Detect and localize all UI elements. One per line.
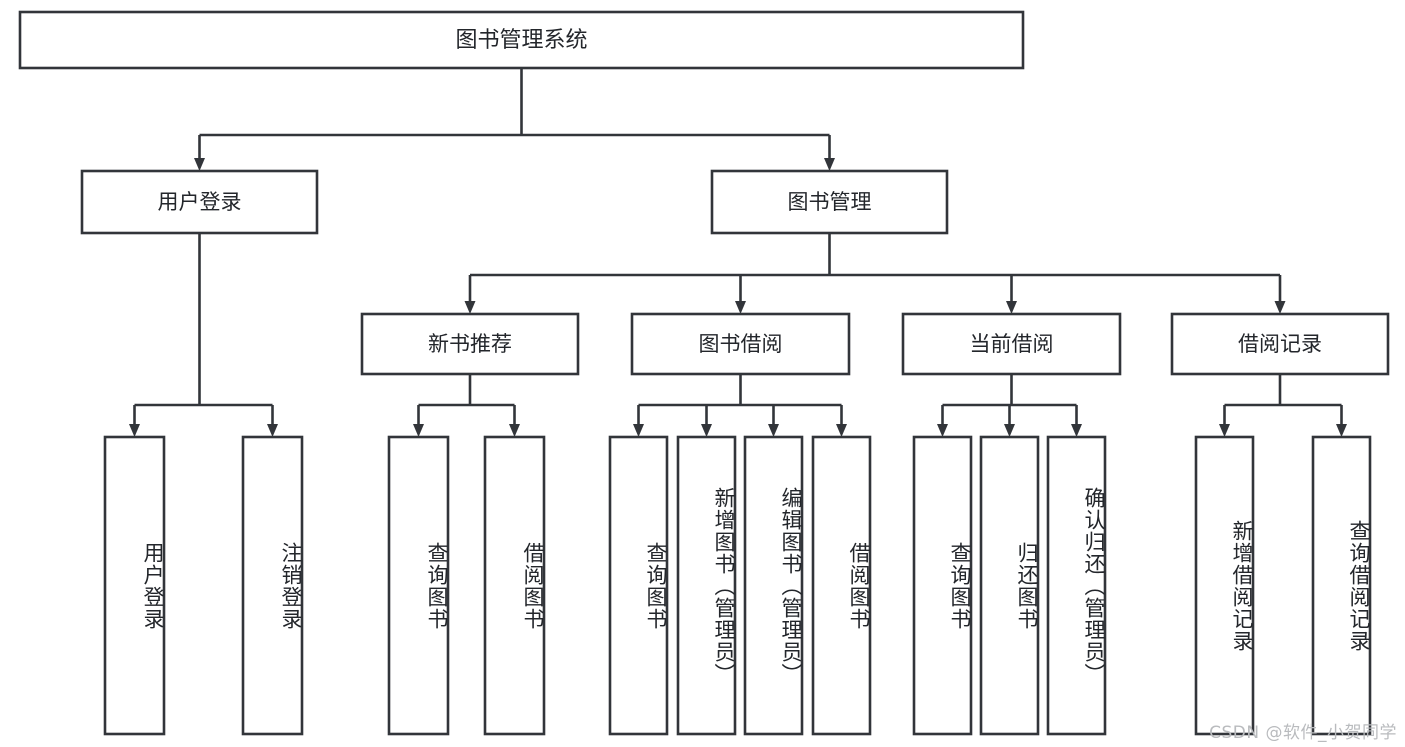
- node-box-leaf-return-book[interactable]: [979, 435, 1040, 736]
- arrow-head-new-book-recommend: [464, 301, 476, 314]
- node-box-leaf-query-record[interactable]: [1311, 435, 1372, 736]
- node-label-book-borrow: 图书借阅: [699, 332, 783, 356]
- node-label-book-manage: 图书管理: [788, 190, 872, 214]
- node-box-borrow-record[interactable]: [1170, 312, 1390, 376]
- arrow-head-leaf-add-book: [701, 424, 712, 437]
- arrow-head-leaf-user-logout: [267, 424, 278, 437]
- arrow-head-book-borrow: [735, 301, 746, 314]
- node-label-borrow-record: 借阅记录: [1238, 332, 1322, 356]
- node-box-leaf-query-book-bb[interactable]: [608, 435, 669, 736]
- node-label-root: 图书管理系统: [455, 28, 587, 53]
- watermark-text: CSDN @软件_小贺同学: [1209, 723, 1397, 743]
- node-box-leaf-query-book-cb[interactable]: [912, 435, 973, 736]
- node-label-current-borrow: 当前借阅: [970, 332, 1054, 356]
- arrow-head-leaf-confirm-return: [1071, 424, 1082, 437]
- arrow-head-leaf-return-book: [1004, 424, 1015, 437]
- arrow-head-leaf-query-record: [1336, 424, 1347, 437]
- node-box-leaf-edit-book[interactable]: [743, 435, 804, 736]
- node-label-user-login: 用户登录: [158, 190, 242, 214]
- node-box-leaf-add-record[interactable]: [1194, 435, 1255, 736]
- arrow-head-leaf-query-book-rec: [413, 424, 424, 437]
- node-box-leaf-confirm-return[interactable]: [1046, 435, 1107, 736]
- boxes-layer: [18, 10, 1390, 736]
- node-box-leaf-add-book[interactable]: [676, 435, 737, 736]
- node-box-leaf-query-book-rec[interactable]: [387, 435, 450, 736]
- arrow-head-leaf-borrow-book-rec: [509, 424, 520, 437]
- node-box-book-borrow[interactable]: [630, 312, 851, 376]
- connectors-layer: [129, 68, 1347, 437]
- arrow-head-borrow-record: [1274, 301, 1286, 314]
- arrow-head-leaf-add-record: [1219, 424, 1230, 437]
- node-box-current-borrow[interactable]: [901, 312, 1122, 376]
- arrow-head-leaf-query-book-cb: [937, 424, 948, 437]
- node-box-new-book-recommend[interactable]: [360, 312, 580, 376]
- arrow-head-book-manage: [824, 158, 835, 171]
- arrow-head-leaf-edit-book: [768, 424, 779, 437]
- arrow-head-user-login: [194, 158, 205, 171]
- arrow-head-leaf-user-login: [129, 424, 140, 437]
- arrow-head-leaf-borrow-book-bb: [836, 424, 847, 437]
- node-box-leaf-user-login[interactable]: [103, 435, 166, 736]
- node-box-root[interactable]: [18, 10, 1025, 70]
- node-box-leaf-borrow-book-rec[interactable]: [483, 435, 546, 736]
- arrow-head-leaf-query-book-bb: [633, 424, 644, 437]
- arrow-head-current-borrow: [1006, 301, 1017, 314]
- node-box-book-manage[interactable]: [710, 169, 949, 235]
- node-box-leaf-user-logout[interactable]: [241, 435, 304, 736]
- node-box-leaf-borrow-book-bb[interactable]: [811, 435, 872, 736]
- node-label-new-book-recommend: 新书推荐: [428, 332, 512, 356]
- node-box-user-login[interactable]: [80, 169, 319, 235]
